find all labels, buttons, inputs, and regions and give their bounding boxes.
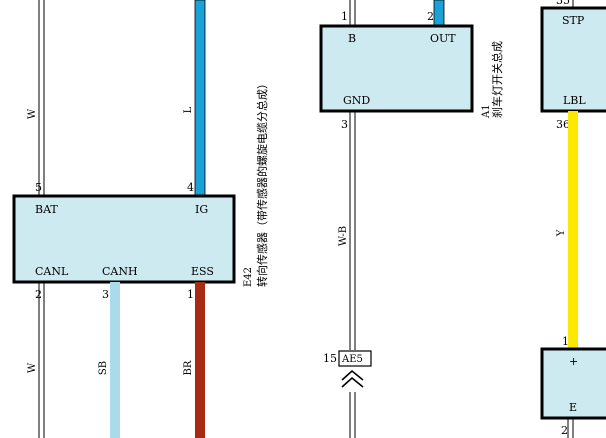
sensor-pin-canh: CANH xyxy=(102,265,138,278)
connector-pin-number: 15 xyxy=(323,352,337,365)
ecu-box xyxy=(540,6,606,113)
wire-label-w-canl: W xyxy=(27,362,38,373)
wire-w-left xyxy=(38,0,45,196)
wire-switch-b xyxy=(349,0,356,26)
switch-pin-b: B xyxy=(348,32,356,45)
wire-label-w-left: W xyxy=(27,108,38,119)
steering-sensor-box xyxy=(12,194,236,284)
switch-pin-number-b: 1 xyxy=(341,10,348,23)
wire-label-br: BR xyxy=(183,360,194,375)
sensor-pin-number-canh: 3 xyxy=(102,288,109,301)
wire-w-canl xyxy=(38,282,45,438)
wire-y xyxy=(568,111,578,349)
sensor-pin-number-ess: 1 xyxy=(187,288,194,301)
wire-label-y: Y xyxy=(556,229,567,237)
connector-ae5-box xyxy=(338,350,372,367)
switch-pin-gnd: GND xyxy=(343,94,370,107)
wire-l xyxy=(194,0,206,197)
switch-name: 刹车灯开关总成 xyxy=(490,41,504,118)
ecu-pin-number-stp: 35 xyxy=(556,0,570,7)
switch-pin-number-gnd: 3 xyxy=(341,118,348,131)
sensor-pin-bat: BAT xyxy=(35,203,58,216)
lamp-pin-plus: + xyxy=(569,355,578,368)
switch-code: A1 xyxy=(481,104,492,119)
wire-label-sb: SB xyxy=(98,361,109,375)
wire-switch-out xyxy=(433,0,445,27)
lamp-pin-e: E xyxy=(569,401,577,414)
sensor-pin-canl: CANL xyxy=(35,265,69,278)
switch-pin-out: OUT xyxy=(430,32,456,45)
wire-wb xyxy=(349,111,356,438)
sensor-pin-ig: IG xyxy=(195,203,208,216)
ecu-pin-lbl: LBL xyxy=(563,94,586,107)
wire-lamp-e xyxy=(567,418,574,438)
connector-code: AE5 xyxy=(341,354,363,365)
sensor-name: 转向传感器（带传感器的螺旋电缆分总成） xyxy=(255,78,269,287)
connector-chevron-icon xyxy=(341,369,364,388)
sensor-code: E42 xyxy=(243,267,254,287)
switch-pin-number-out: 2 xyxy=(427,10,434,23)
brake-switch-box xyxy=(319,24,474,113)
lamp-box xyxy=(540,347,606,420)
wire-label-wb: W-B xyxy=(338,226,349,246)
ecu-pin-number-lbl: 36 xyxy=(556,118,570,131)
sensor-pin-number-ig: 4 xyxy=(187,181,194,194)
wire-label-l: L xyxy=(183,106,194,113)
sensor-pin-number-bat: 5 xyxy=(35,181,42,194)
wire-sb xyxy=(110,282,120,438)
ecu-pin-stp: STP xyxy=(562,14,585,27)
lamp-pin-number-e: 2 xyxy=(561,424,568,437)
sensor-pin-ess: ESS xyxy=(191,265,214,278)
lamp-pin-number-plus: 1 xyxy=(562,335,569,348)
wire-br xyxy=(195,282,205,438)
